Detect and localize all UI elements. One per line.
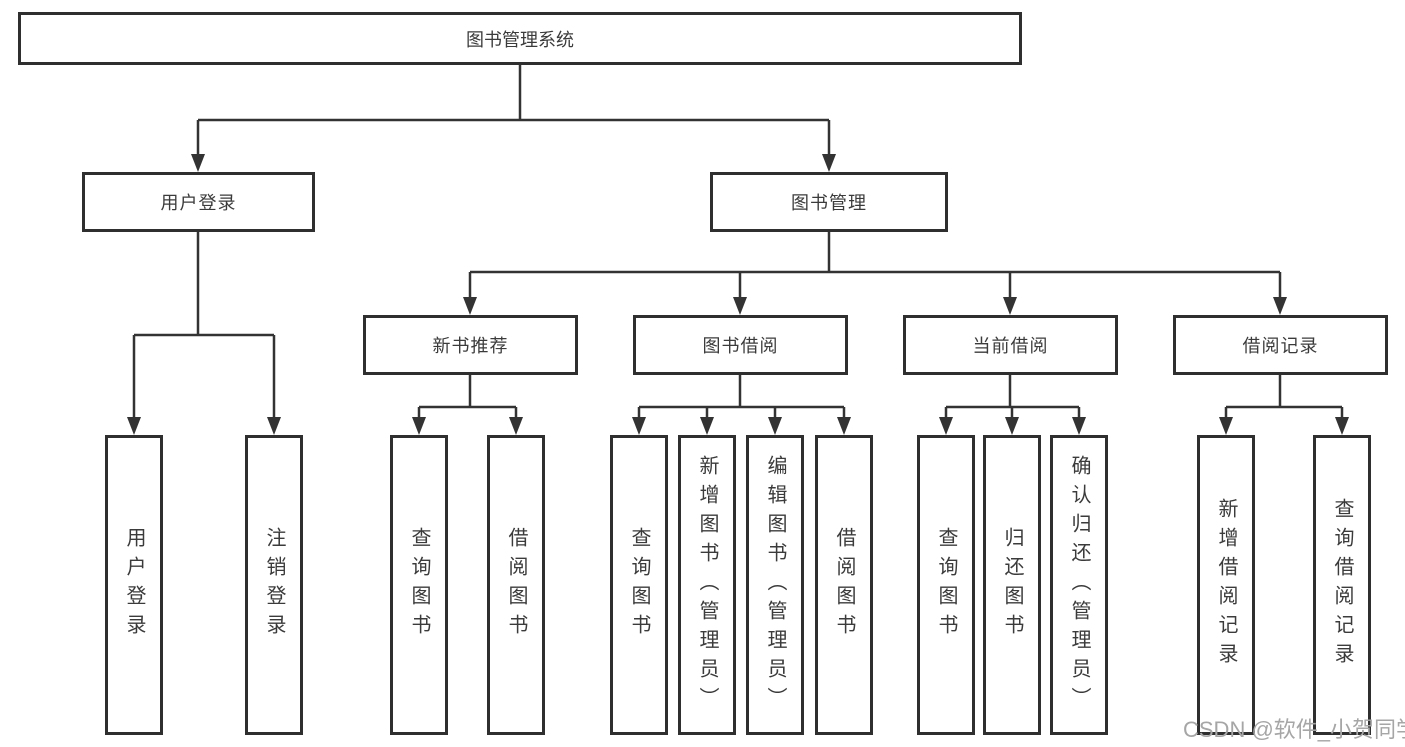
node-borrow-records-label: 借阅记录 (1242, 336, 1319, 356)
leaf-borrow-query-books: 查询图书 (610, 435, 668, 735)
leaf-borrow-add-books-admin-label: 新增图书（管理员） (696, 454, 718, 716)
leaf-borrow-query-books-label: 查询图书 (628, 527, 650, 643)
leaf-borrow-add-books-admin: 新增图书（管理员） (678, 435, 736, 735)
node-user-login-label: 用户登录 (160, 193, 237, 213)
leaf-records-add-record: 新增借阅记录 (1197, 435, 1255, 735)
leaf-records-query-record-label: 查询借阅记录 (1331, 498, 1353, 672)
node-user-login: 用户登录 (82, 172, 315, 232)
leaf-user-login: 用户登录 (105, 435, 163, 735)
leaf-current-query-books: 查询图书 (917, 435, 975, 735)
leaf-current-return-books-label: 归还图书 (1001, 527, 1023, 643)
leaf-logout: 注销登录 (245, 435, 303, 735)
leaf-user-login-label: 用户登录 (123, 527, 145, 643)
node-borrow-records: 借阅记录 (1173, 315, 1388, 375)
leaf-current-return-books: 归还图书 (983, 435, 1041, 735)
leaf-newbooks-borrow-books: 借阅图书 (487, 435, 545, 735)
leaf-current-confirm-return-admin: 确认归还（管理员） (1050, 435, 1108, 735)
leaf-borrow-borrow-books-label: 借阅图书 (833, 527, 855, 643)
csdn-watermark: CSDN @软件_小贺同学 (1183, 717, 1405, 742)
node-current-borrow: 当前借阅 (903, 315, 1118, 375)
node-current-borrow-label: 当前借阅 (972, 336, 1049, 356)
leaf-records-query-record: 查询借阅记录 (1313, 435, 1371, 735)
node-book-borrow: 图书借阅 (633, 315, 848, 375)
node-new-book-recommend: 新书推荐 (363, 315, 578, 375)
leaf-borrow-edit-books-admin: 编辑图书（管理员） (746, 435, 804, 735)
node-book-management: 图书管理 (710, 172, 948, 232)
leaf-borrow-edit-books-admin-label: 编辑图书（管理员） (764, 454, 786, 716)
leaf-borrow-borrow-books: 借阅图书 (815, 435, 873, 735)
leaf-logout-label: 注销登录 (263, 527, 285, 643)
leaf-current-confirm-return-admin-label: 确认归还（管理员） (1068, 454, 1090, 716)
leaf-current-query-books-label: 查询图书 (935, 527, 957, 643)
node-new-book-recommend-label: 新书推荐 (432, 336, 509, 356)
leaf-records-add-record-label: 新增借阅记录 (1215, 498, 1237, 672)
leaf-newbooks-query-books: 查询图书 (390, 435, 448, 735)
node-root-system: 图书管理系统 (18, 12, 1022, 65)
leaf-newbooks-query-books-label: 查询图书 (408, 527, 430, 643)
node-book-borrow-label: 图书借阅 (702, 336, 779, 356)
node-root-label: 图书管理系统 (466, 29, 574, 50)
node-book-management-label: 图书管理 (791, 193, 867, 213)
leaf-newbooks-borrow-books-label: 借阅图书 (505, 527, 527, 643)
